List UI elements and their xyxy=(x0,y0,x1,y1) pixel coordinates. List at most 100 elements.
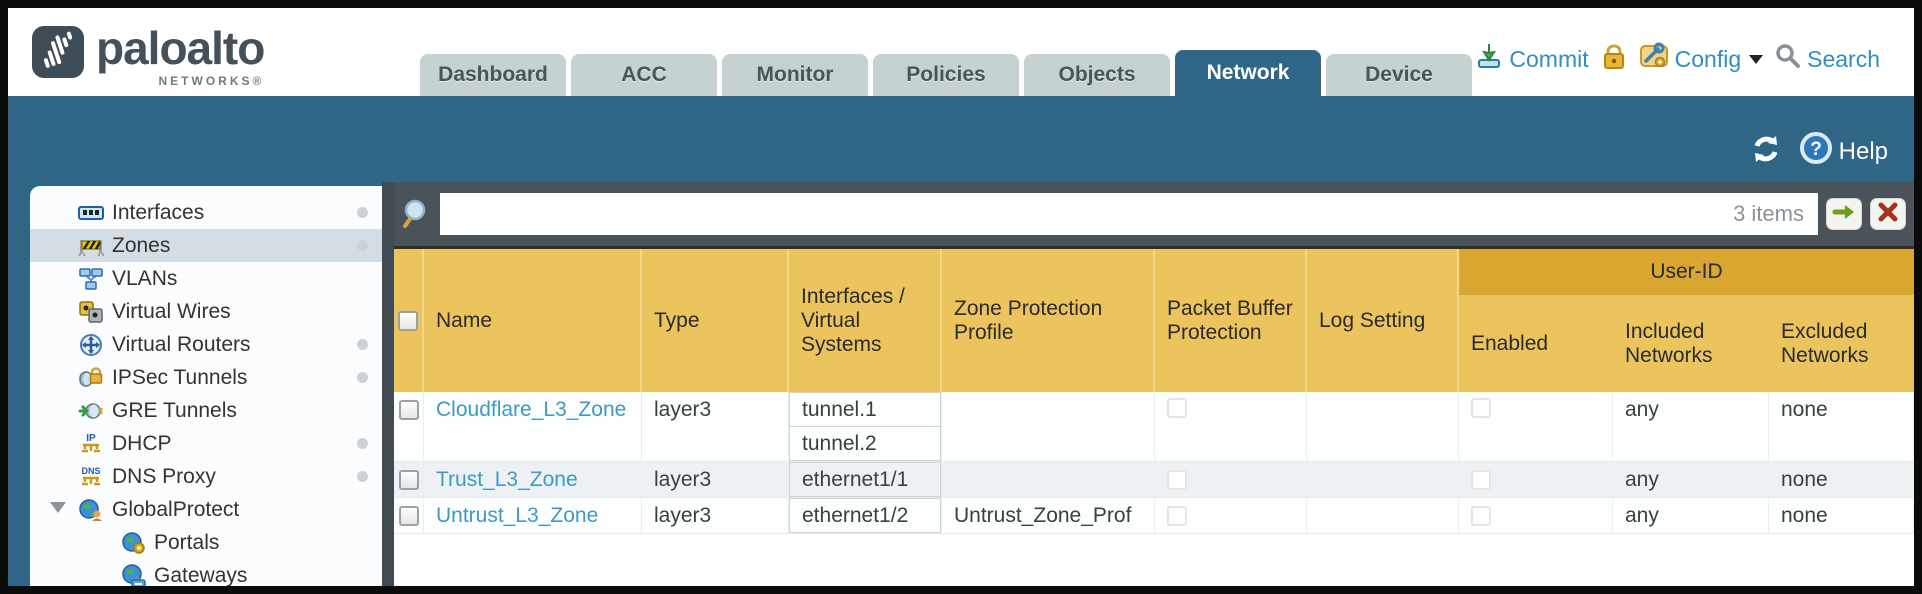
apply-filter-button[interactable] xyxy=(1826,198,1862,230)
enabled-checkbox xyxy=(1471,505,1491,526)
zone-type: layer3 xyxy=(642,392,789,461)
clear-filter-button[interactable] xyxy=(1870,198,1906,230)
ipsec-tunnels-icon xyxy=(78,366,104,390)
user-id-enabled-cell xyxy=(1459,498,1613,533)
virtual-wires-icon xyxy=(78,300,104,324)
search-icon xyxy=(1775,43,1801,75)
tab-objects[interactable]: Objects xyxy=(1024,54,1170,96)
filter-input[interactable] xyxy=(440,193,1818,235)
refresh-icon[interactable] xyxy=(1749,133,1783,170)
top-actions: Commit Config xyxy=(1475,42,1880,76)
pbp-checkbox xyxy=(1167,398,1187,418)
interfaces-icon xyxy=(78,201,104,225)
log-setting-cell xyxy=(1307,392,1459,461)
col-header-included-networks[interactable]: Included Networks xyxy=(1613,295,1769,392)
included-networks-cell: any xyxy=(1613,498,1769,533)
tab-acc[interactable]: ACC xyxy=(571,54,717,96)
sidebar-item-globalprotect[interactable]: GlobalProtect xyxy=(30,493,382,526)
svg-text:?: ? xyxy=(1810,139,1822,160)
log-setting-cell xyxy=(1307,462,1459,497)
enabled-checkbox xyxy=(1471,398,1491,418)
zone-name-link[interactable]: Untrust_L3_Zone xyxy=(436,503,599,527)
tab-monitor[interactable]: Monitor xyxy=(722,54,868,96)
dhcp-icon: IP xyxy=(78,432,104,456)
pbp-checkbox xyxy=(1167,505,1187,526)
sidebar-item-gre-tunnels[interactable]: GRE Tunnels xyxy=(30,394,382,427)
row-checkbox[interactable] xyxy=(398,505,419,526)
excluded-networks-cell: none xyxy=(1769,462,1914,497)
col-header-excluded-networks[interactable]: Excluded Networks xyxy=(1769,295,1914,392)
sidebar-item-ipsec-tunnels[interactable]: IPSec Tunnels xyxy=(30,361,382,394)
sidebar-item-interfaces[interactable]: Interfaces xyxy=(30,196,382,229)
col-header-packet-buffer-protection[interactable]: Packet Buffer Protection xyxy=(1155,249,1307,392)
portals-icon xyxy=(120,531,146,555)
tab-network[interactable]: Network xyxy=(1175,50,1321,96)
brand-name: paloalto xyxy=(96,22,265,74)
zone-interfaces: ethernet1/2 xyxy=(789,498,942,533)
sidebar-item-zones[interactable]: Zones xyxy=(30,229,382,262)
excluded-networks-cell: none xyxy=(1769,498,1914,533)
config-menu[interactable]: Config xyxy=(1639,42,1764,76)
zone-protection-profile xyxy=(942,462,1155,497)
tab-dashboard[interactable]: Dashboard xyxy=(420,54,566,96)
sidebar-item-virtual-routers[interactable]: Virtual Routers xyxy=(30,328,382,361)
search-button[interactable]: Search xyxy=(1775,43,1880,75)
zone-interfaces: tunnel.1 tunnel.2 xyxy=(789,392,942,461)
commit-button[interactable]: Commit xyxy=(1475,42,1589,76)
tab-device[interactable]: Device xyxy=(1326,54,1472,96)
paloalto-logo: paloalto NETWORKS® xyxy=(32,22,265,88)
network-sidebar: Interfaces Zones xyxy=(30,186,382,586)
svg-text:DNS: DNS xyxy=(81,466,100,476)
table-empty-space xyxy=(394,534,1914,586)
zones-table-header: Name Type Interfaces / Virtual Systems Z… xyxy=(394,246,1914,392)
user-id-group-header: User-ID xyxy=(1459,249,1914,295)
brand-sub: NETWORKS® xyxy=(158,74,265,88)
select-all-cell xyxy=(394,249,424,392)
col-header-type[interactable]: Type xyxy=(642,249,789,392)
packet-buffer-protection-cell xyxy=(1155,392,1307,461)
interface-cell: ethernet1/2 xyxy=(789,498,941,533)
row-checkbox[interactable] xyxy=(398,400,419,420)
table-row: Untrust_L3_Zone layer3 ethernet1/2 Untru… xyxy=(394,498,1914,534)
zone-name-link[interactable]: Cloudflare_L3_Zone xyxy=(436,398,627,421)
vlans-icon xyxy=(78,267,104,291)
sidebar-item-dns-proxy[interactable]: DNS DNS Proxy xyxy=(30,460,382,493)
main-nav-tabs: Dashboard ACC Monitor Policies Objects N… xyxy=(420,50,1472,96)
interface-cell: tunnel.1 xyxy=(789,392,941,427)
zone-interfaces: ethernet1/1 xyxy=(789,462,942,497)
filter-toolbar: 3 items xyxy=(394,182,1914,246)
row-checkbox[interactable] xyxy=(398,469,419,490)
col-header-zone-protection-profile[interactable]: Zone Protection Profile xyxy=(942,249,1155,392)
status-dot xyxy=(357,339,368,350)
expander-triangle-icon[interactable] xyxy=(50,502,66,513)
col-header-interfaces[interactable]: Interfaces / Virtual Systems xyxy=(789,249,942,392)
packet-buffer-protection-cell xyxy=(1155,462,1307,497)
header-band: ? Help xyxy=(8,96,1914,182)
zone-protection-profile xyxy=(942,392,1155,461)
sidebar-item-gateways[interactable]: Gateways xyxy=(30,559,382,586)
content-area: Interfaces Zones xyxy=(8,182,1914,586)
svg-text:IP: IP xyxy=(86,433,96,444)
packet-buffer-protection-cell xyxy=(1155,498,1307,533)
col-header-log-setting[interactable]: Log Setting xyxy=(1307,249,1459,392)
sidebar-item-vlans[interactable]: VLANs xyxy=(30,262,382,295)
config-icon xyxy=(1639,42,1669,76)
sidebar-item-dhcp[interactable]: IP DHCP xyxy=(30,427,382,460)
help-icon: ? xyxy=(1799,131,1833,172)
top-bar: paloalto NETWORKS® Dashboard ACC Monitor… xyxy=(8,8,1914,96)
tab-policies[interactable]: Policies xyxy=(873,54,1019,96)
sidebar-item-portals[interactable]: Portals xyxy=(30,526,382,559)
sidebar-item-virtual-wires[interactable]: Virtual Wires xyxy=(30,295,382,328)
filter-field: 3 items xyxy=(440,193,1818,235)
zone-name-link[interactable]: Trust_L3_Zone xyxy=(436,467,578,491)
col-header-name[interactable]: Name xyxy=(424,249,642,392)
user-id-enabled-cell xyxy=(1459,392,1613,461)
status-dot xyxy=(357,372,368,383)
help-button[interactable]: ? Help xyxy=(1799,131,1888,172)
user-id-enabled-cell xyxy=(1459,462,1613,497)
lock-icon[interactable] xyxy=(1601,43,1627,76)
select-all-checkbox[interactable] xyxy=(398,310,418,331)
col-header-enabled[interactable]: Enabled xyxy=(1459,295,1613,392)
zone-type: layer3 xyxy=(642,462,789,497)
